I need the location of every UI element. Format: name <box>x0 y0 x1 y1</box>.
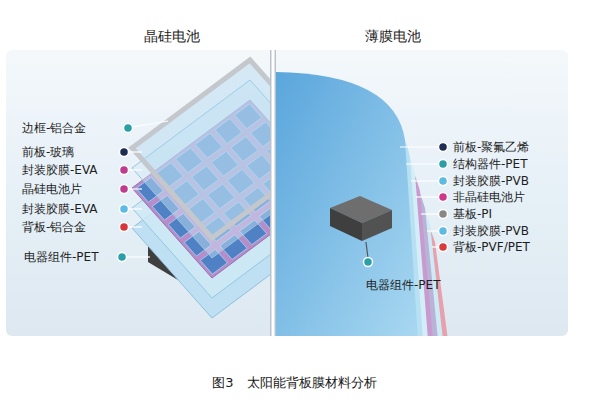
callout-dot <box>364 258 373 267</box>
callout-dots <box>118 124 448 267</box>
figure-caption: 图3 太阳能背板膜材料分析 <box>0 374 589 392</box>
callout-dot <box>439 227 448 236</box>
part-label: 封装胶膜-EVA <box>22 162 98 178</box>
callout-dot <box>439 243 448 252</box>
leader-line <box>366 242 368 258</box>
callout-dot <box>120 148 129 157</box>
divider <box>272 50 275 336</box>
part-label: 前板-聚氟乙烯 <box>453 139 529 155</box>
panel-heading: 薄膜电池 <box>365 27 421 45</box>
part-label: 边框-铝合金 <box>22 120 86 136</box>
leader-line <box>416 196 439 197</box>
leader-line <box>421 213 439 214</box>
panel-heading: 晶硅电池 <box>144 27 200 45</box>
leader-line <box>128 151 142 152</box>
part-label: 背板-铝合金 <box>22 219 86 235</box>
callout-dot <box>120 185 129 194</box>
leader-line <box>400 146 439 147</box>
callout-dot <box>439 177 448 186</box>
junction-box-side <box>330 208 362 241</box>
part-label: 非晶硅电池片 <box>453 189 525 205</box>
part-label: 电器组件-PET <box>24 249 98 265</box>
leader-line <box>406 163 439 164</box>
thin-film-stack <box>276 72 448 336</box>
leader-lines <box>126 121 439 258</box>
callout-dot <box>439 210 448 219</box>
callout-dot <box>124 124 133 133</box>
part-label: 封装胶膜-PVB <box>453 223 529 239</box>
leader-line <box>411 180 439 181</box>
part-label: 结构器件-PET <box>453 156 527 172</box>
callout-dot <box>118 253 127 262</box>
part-label: 基板-PI <box>453 206 492 222</box>
leader-line <box>132 121 168 127</box>
callout-dot <box>120 223 129 232</box>
callout-dot <box>120 166 129 175</box>
part-label: 前板-玻璃 <box>22 144 74 160</box>
leader-line <box>126 256 150 257</box>
part-label: 电器组件-PET <box>366 277 440 293</box>
part-label: 晶硅电池片 <box>22 181 82 197</box>
callout-dot <box>120 205 129 214</box>
leader-line <box>128 208 142 209</box>
glass-frame-layer <box>132 60 272 238</box>
leader-line <box>128 169 142 170</box>
callout-dot <box>439 193 448 202</box>
crystalline-stack <box>132 60 272 318</box>
callout-dot <box>439 143 448 152</box>
callout-dot <box>439 160 448 169</box>
divider-shadow <box>270 50 276 336</box>
junction-box-side <box>362 210 392 241</box>
leader-line <box>128 226 142 227</box>
front-layer <box>276 72 418 336</box>
leader-line <box>128 188 142 189</box>
leader-line <box>427 230 439 231</box>
part-label: 背板-PVF/PET <box>453 239 530 255</box>
part-label: 封装胶膜-EVA <box>22 201 98 217</box>
part-label: 封装胶膜-PVB <box>453 173 529 189</box>
